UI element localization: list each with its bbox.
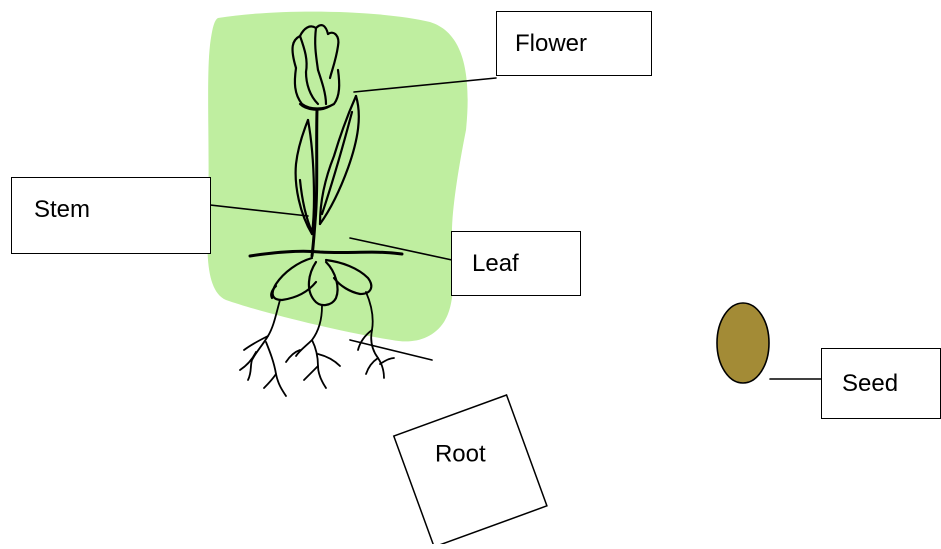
stem-label-box: Stem xyxy=(11,177,211,254)
root-label: Root xyxy=(435,440,486,467)
root-pointer-line xyxy=(350,340,432,360)
stem-label: Stem xyxy=(34,196,90,224)
seed-icon xyxy=(717,303,769,383)
leaf-label-box: Leaf xyxy=(451,231,581,296)
seed-label: Seed xyxy=(842,370,898,398)
flower-label-box: Flower xyxy=(496,11,652,76)
root-label-box: Root xyxy=(394,395,547,544)
leaf-label: Leaf xyxy=(472,250,519,278)
flower-label: Flower xyxy=(515,30,587,58)
seed-label-box: Seed xyxy=(821,348,941,419)
